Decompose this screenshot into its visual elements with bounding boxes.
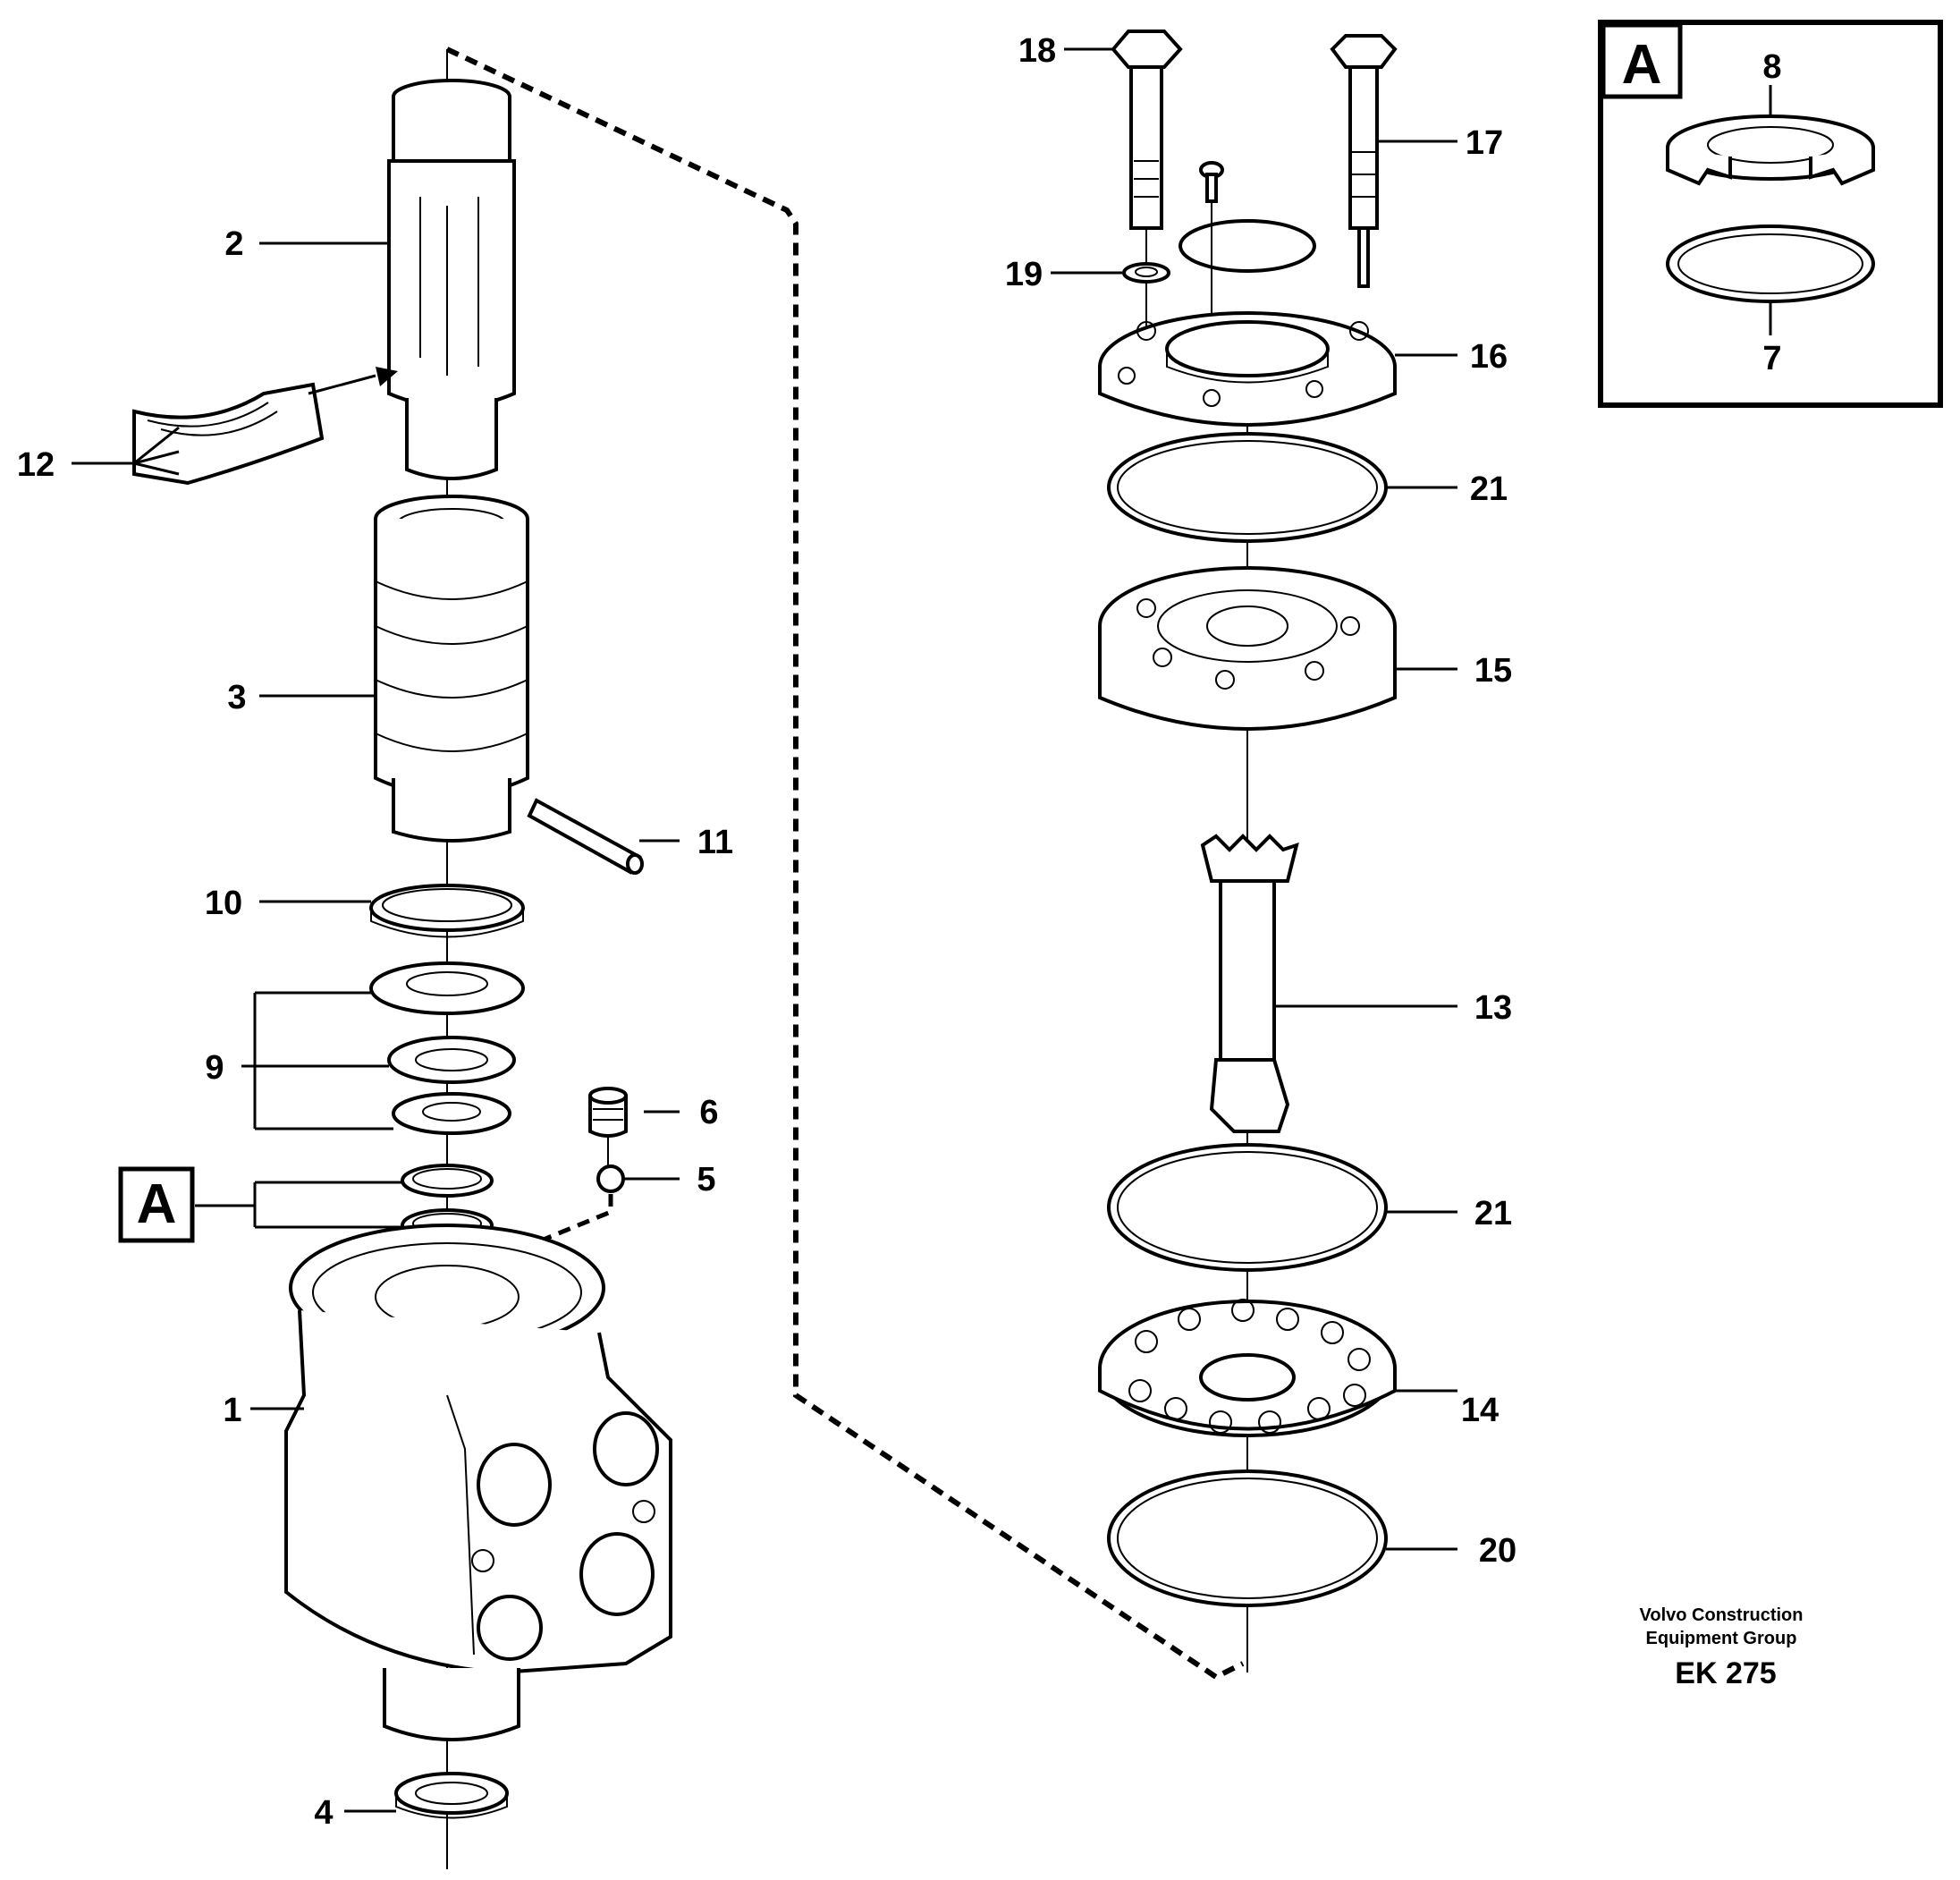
part-11-cross-pin xyxy=(527,798,644,875)
part-20-o-ring-inner xyxy=(1117,1478,1378,1599)
callout-labels: 14 1 2 3 4 5 6 7 8 9 10 11 12 13 15 16 1… xyxy=(17,32,1782,1832)
callout-20: 20 xyxy=(1479,1532,1516,1570)
callout-7: 7 xyxy=(1762,340,1781,377)
callout-8: 8 xyxy=(1762,48,1781,86)
callout-16: 16 xyxy=(1470,338,1508,376)
part-17-bolt xyxy=(1330,34,1398,288)
leader-lines xyxy=(72,47,1772,1813)
part-21-o-ring-lower xyxy=(1107,1143,1388,1272)
callout-21-upper: 21 xyxy=(1470,470,1508,508)
inset-part-7-o-ring xyxy=(1666,224,1875,303)
callout-21-lower: 21 xyxy=(1474,1195,1512,1232)
part-14-distributor-plate xyxy=(1098,1299,1397,1437)
callout-5: 5 xyxy=(697,1161,715,1198)
part-19-washer xyxy=(1122,262,1170,284)
part-12-centering-springs xyxy=(132,367,398,486)
part-20-o-ring xyxy=(1107,1469,1388,1607)
part-13-drive-shaft xyxy=(1200,834,1299,1133)
assembly-link-dashed-path xyxy=(445,47,1245,1681)
part-21-o-ring-lower-inner xyxy=(1117,1151,1378,1264)
callout-4: 4 xyxy=(314,1794,333,1832)
callout-6: 6 xyxy=(699,1094,718,1131)
callout-19: 19 xyxy=(1005,256,1043,293)
callout-12: 12 xyxy=(17,446,55,484)
callout-14: 14 xyxy=(1461,1392,1499,1429)
part-21-o-ring-upper xyxy=(1107,432,1388,543)
detail-marker-a-label: A xyxy=(137,1173,177,1235)
inset-part-8-seal-lip xyxy=(1666,114,1875,186)
callout-17: 17 xyxy=(1466,124,1503,162)
callout-10: 10 xyxy=(205,885,242,922)
callout-9: 9 xyxy=(205,1049,224,1087)
callout-11: 11 xyxy=(697,824,733,861)
callout-1: 1 xyxy=(223,1392,241,1429)
callout-13: 13 xyxy=(1474,989,1512,1027)
inset-marker-a-label: A xyxy=(1622,34,1662,96)
part-3-sleeve xyxy=(374,495,529,843)
drawing-credit: Volvo Construction Equipment Group EK 27… xyxy=(1640,1605,1804,1690)
part-16-end-cap xyxy=(1098,311,1397,427)
part-1-valve-housing xyxy=(284,1224,672,1741)
publisher-line-2: Equipment Group xyxy=(1646,1629,1797,1648)
part-2-spool xyxy=(387,79,516,480)
part-21-o-ring-upper-inner xyxy=(1117,440,1378,535)
callout-18: 18 xyxy=(1018,32,1056,70)
part-9-bearing-set xyxy=(369,961,525,1135)
callout-15: 15 xyxy=(1474,652,1512,690)
part-4-shaft-seal xyxy=(394,1772,509,1819)
part-18-bolt xyxy=(1111,30,1183,331)
publisher-line-1: Volvo Construction xyxy=(1640,1605,1804,1625)
callout-3: 3 xyxy=(227,679,246,716)
part-5-ball xyxy=(543,1138,625,1270)
part-6-plug xyxy=(588,1087,628,1138)
callout-2: 2 xyxy=(224,225,243,263)
part-15-gear-set xyxy=(1098,566,1397,731)
end-cap-screw-and-cover xyxy=(1179,161,1316,331)
detail-marker-a: A xyxy=(118,1166,195,1243)
drawing-code: EK 275 xyxy=(1675,1656,1776,1690)
part-10-ring xyxy=(369,884,525,938)
